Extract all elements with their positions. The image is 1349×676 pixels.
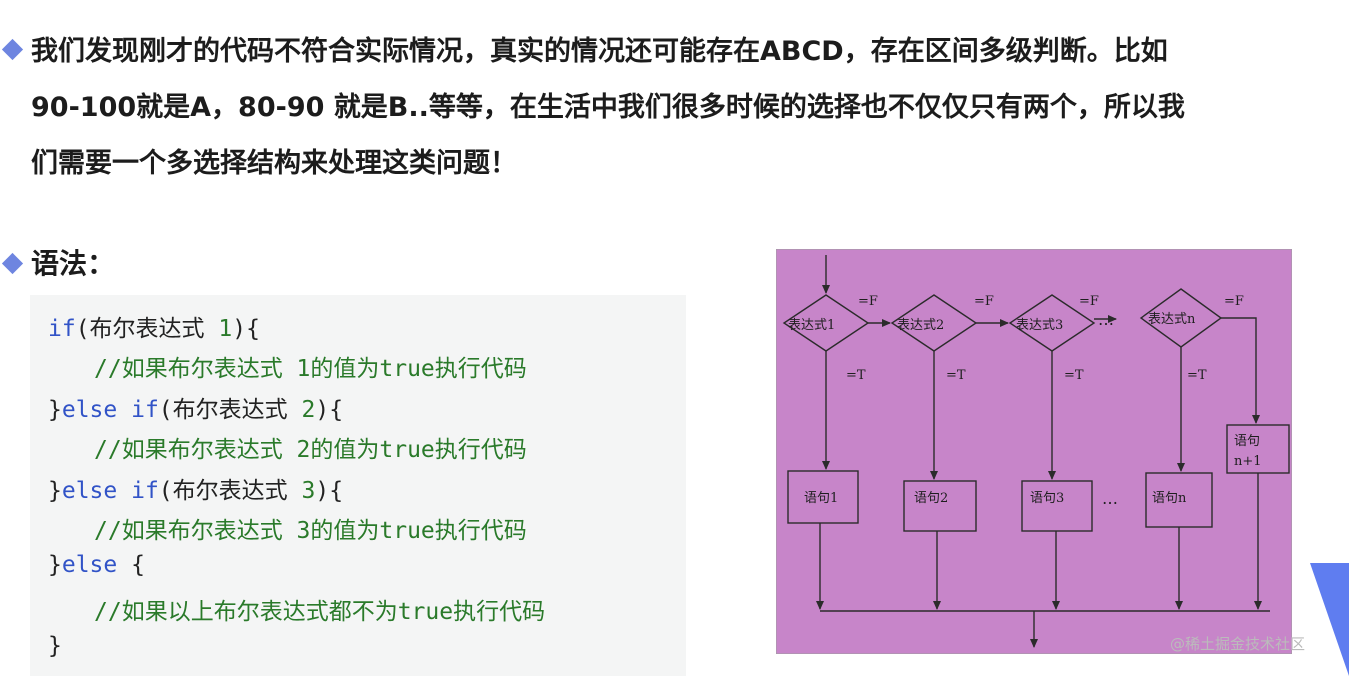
code-line-2: //如果布尔表达式 1的值为true执行代码 bbox=[94, 356, 527, 382]
code-text: ){ bbox=[232, 316, 260, 342]
code-text: { bbox=[117, 552, 145, 578]
true-label-2: =T bbox=[946, 368, 966, 383]
code-line-6: //如果布尔表达式 3的值为true执行代码 bbox=[94, 518, 527, 544]
flowchart: 表达式1 表达式2 表达式3 表达式n =F =F =F =F =T =T =T… bbox=[776, 249, 1292, 654]
code-keyword: if bbox=[48, 316, 76, 342]
false-label-n: =F bbox=[1224, 294, 1244, 309]
code-line-3: }else if(布尔表达式 2){ bbox=[48, 390, 343, 424]
ellipsis-bottom: … bbox=[1102, 489, 1118, 508]
bullet-icon bbox=[1, 252, 24, 275]
cond-label-n: 表达式n bbox=[1148, 312, 1196, 327]
true-label-1: =T bbox=[846, 368, 866, 383]
cond-label-1: 表达式1 bbox=[788, 318, 835, 333]
code-number: 3 bbox=[301, 478, 316, 504]
stmt-label-n: 语句n bbox=[1152, 491, 1187, 506]
stmt-label-last-1: 语句 bbox=[1234, 434, 1260, 449]
code-line-4: //如果布尔表达式 2的值为true执行代码 bbox=[94, 437, 527, 463]
code-text: ){ bbox=[315, 478, 344, 504]
code-line-5: }else if(布尔表达式 3){ bbox=[48, 471, 343, 505]
flowchart-background bbox=[776, 249, 1292, 654]
code-text: ){ bbox=[315, 397, 344, 423]
code-keyword: else if bbox=[61, 397, 159, 423]
intro-paragraph: 我们发现刚才的代码不符合实际情况，真实的情况还可能存在ABCD，存在区间多级判断… bbox=[31, 24, 1346, 192]
false-label-1: =F bbox=[858, 294, 878, 309]
corner-decoration bbox=[1310, 563, 1349, 676]
code-line-7: }else { bbox=[48, 552, 145, 578]
statement-box-2 bbox=[903, 480, 977, 532]
true-label-3: =T bbox=[1064, 368, 1084, 383]
code-text: (布尔表达式 bbox=[158, 397, 302, 423]
code-keyword: else if bbox=[61, 478, 159, 504]
stmt-label-3: 语句3 bbox=[1030, 491, 1064, 506]
code-keyword: else bbox=[61, 552, 118, 578]
syntax-heading: 语法： bbox=[31, 247, 116, 280]
code-text: } bbox=[48, 478, 62, 504]
code-number: 1 bbox=[218, 316, 233, 342]
code-line-1: if(布尔表达式 1){ bbox=[48, 309, 260, 343]
code-block: if(布尔表达式 1){ //如果布尔表达式 1的值为true执行代码 }els… bbox=[30, 295, 686, 676]
bullet-icon bbox=[1, 38, 24, 61]
true-label-n: =T bbox=[1187, 368, 1207, 383]
code-text: } bbox=[48, 397, 62, 423]
false-label-3: =F bbox=[1079, 294, 1099, 309]
stmt-label-1: 语句1 bbox=[804, 491, 838, 506]
statement-box-3 bbox=[1021, 480, 1093, 532]
code-text: } bbox=[48, 552, 62, 578]
stmt-label-2: 语句2 bbox=[914, 491, 948, 506]
code-line-9: } bbox=[48, 633, 62, 659]
flowchart-svg: 表达式1 表达式2 表达式3 表达式n =F =F =F =F =T =T =T… bbox=[776, 249, 1292, 654]
watermark: @稀土掘金技术社区 bbox=[1170, 635, 1306, 653]
cond-label-3: 表达式3 bbox=[1016, 318, 1063, 333]
cond-label-2: 表达式2 bbox=[897, 318, 944, 333]
false-arrow-n bbox=[1221, 317, 1260, 424]
false-label-2: =F bbox=[974, 294, 994, 309]
intro-line-3: 们需要一个多选择结构来处理这类问题！ bbox=[31, 148, 517, 179]
code-line-8: //如果以上布尔表达式都不为true执行代码 bbox=[94, 599, 546, 625]
code-text: (布尔表达式 bbox=[158, 478, 302, 504]
intro-line-1: 我们发现刚才的代码不符合实际情况，真实的情况还可能存在ABCD，存在区间多级判断… bbox=[31, 36, 1168, 67]
intro-line-2: 90-100就是A，80-90 就是B..等等，在生活中我们很多时候的选择也不仅… bbox=[31, 92, 1185, 123]
statement-box-1 bbox=[787, 470, 859, 524]
ellipsis-top: … bbox=[1098, 310, 1114, 329]
code-text: (布尔表达式 bbox=[75, 316, 219, 342]
stmt-label-last-2: n+1 bbox=[1234, 454, 1262, 469]
code-number: 2 bbox=[301, 397, 316, 423]
